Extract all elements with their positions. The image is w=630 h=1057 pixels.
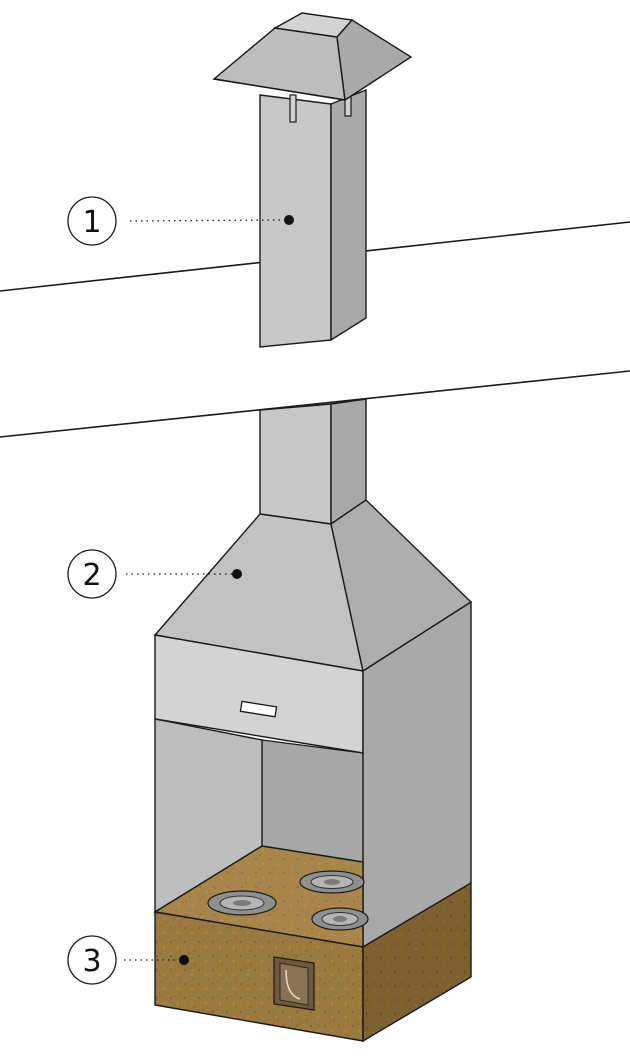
callout-label-1: 1 [82, 205, 101, 240]
callout-1: 1 [67, 196, 294, 246]
handle-icon [239, 700, 278, 718]
firebox [153, 600, 472, 949]
callout-label-3: 3 [82, 944, 101, 979]
stove-burner-icon [207, 890, 277, 916]
cap-bracket [289, 94, 297, 123]
callout-label-2: 2 [82, 558, 101, 593]
callout-2: 2 [67, 549, 242, 599]
chimney-pipe-lower [259, 398, 367, 526]
stove-burner-icon [311, 907, 369, 931]
ash-door-icon [273, 956, 315, 1011]
roof-line-lower [0, 370, 630, 438]
chimney-pipe [212, 12, 413, 348]
callout-3: 3 [67, 935, 189, 985]
hood [153, 499, 473, 754]
chimney-cap [212, 12, 413, 102]
stove-burner-icon [299, 870, 365, 894]
masonry-base [154, 881, 472, 1043]
